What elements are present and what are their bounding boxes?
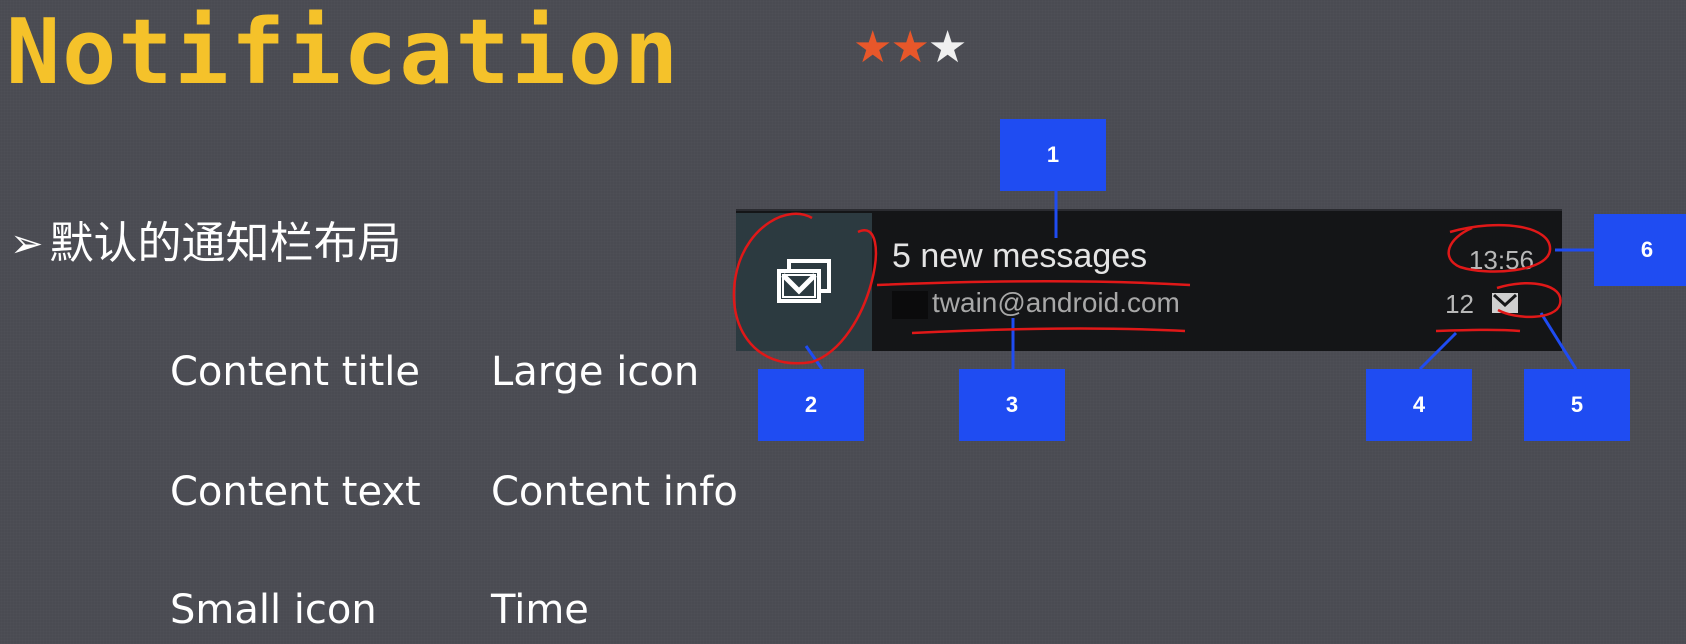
term-content-title: Content title <box>170 349 420 395</box>
callout-1: 1 <box>1000 119 1106 191</box>
term-time: Time <box>491 587 589 633</box>
star-icon: ★ <box>890 22 929 73</box>
star-outline-icon: ★ <box>927 22 967 73</box>
mail-stack-icon <box>777 259 831 303</box>
notification-time: 13:56 <box>1468 245 1534 275</box>
slide-title: Notification <box>6 0 681 105</box>
mail-icon <box>1492 293 1518 313</box>
star-rating: ★★★ <box>853 26 967 70</box>
star-icon: ★ <box>853 22 892 73</box>
notification-content-text: twain@android.com <box>892 289 1180 319</box>
term-content-text: Content text <box>170 469 421 515</box>
notification-large-icon <box>736 213 872 351</box>
term-content-info: Content info <box>491 469 738 515</box>
callout-4: 4 <box>1366 369 1472 441</box>
notification-example[interactable]: 5 new messages twain@android.com 13:56 1… <box>736 209 1562 351</box>
callout-2: 2 <box>758 369 864 441</box>
notification-small-icon <box>1488 289 1522 317</box>
notification-content-info: 12 <box>1445 289 1474 319</box>
bullet-arrow-icon: ➢ <box>10 221 44 267</box>
callout-3: 3 <box>959 369 1065 441</box>
section-heading-text: 默认的通知栏布局 <box>49 218 402 269</box>
callout-6: 6 <box>1594 214 1686 286</box>
callout-5: 5 <box>1524 369 1630 441</box>
term-large-icon: Large icon <box>491 349 700 395</box>
section-heading: ➢ 默认的通知栏布局 <box>10 222 402 266</box>
term-small-icon: Small icon <box>170 587 377 633</box>
notification-content-title: 5 new messages <box>892 237 1148 275</box>
